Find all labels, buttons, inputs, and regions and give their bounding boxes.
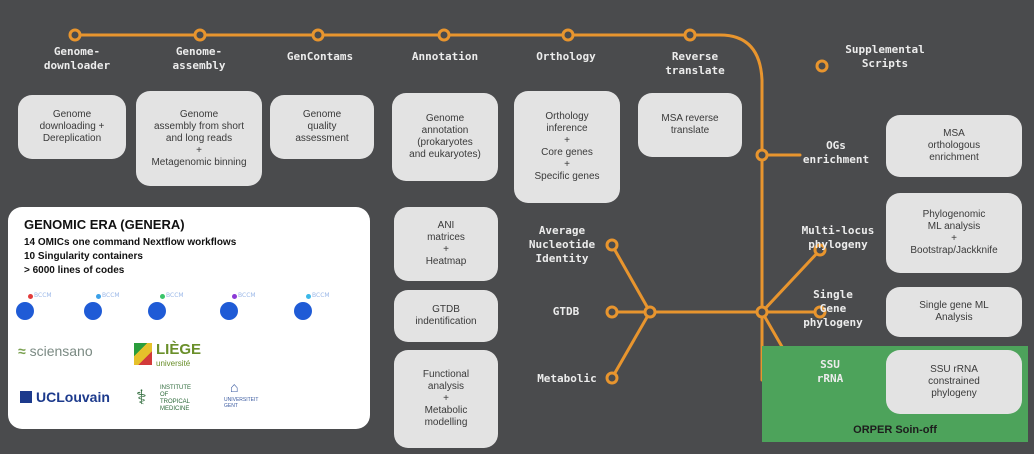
stop-annotation — [437, 28, 451, 42]
stop-supplemental — [815, 59, 829, 73]
station-label-genome-assembly: Genome- assembly — [172, 45, 226, 72]
branch-label-single-gene: Single Gene phylogeny — [803, 288, 863, 329]
branch-metabolic — [610, 310, 652, 380]
station-label-supplemental-scripts: Supplemental Scripts — [845, 43, 925, 70]
stop-junction — [755, 305, 769, 319]
sciensano-logo: ≈ sciensano — [18, 343, 93, 359]
station-label-reverse-translate: Reverse translate — [665, 50, 725, 77]
card-metabolic: Functional analysis + Metabolic modellin… — [394, 350, 498, 448]
panel-line-workflows: 14 OMICs one command Nextflow workflows — [24, 237, 237, 248]
liege-cube-icon — [134, 343, 152, 365]
stop-singlegene — [813, 305, 827, 319]
sciensano-swirl-icon: ≈ — [18, 343, 26, 359]
branch-ani — [610, 243, 652, 314]
branch-label-metabolic: Metabolic — [537, 372, 597, 385]
card-genome-assembly: Genome assembly from short and long read… — [136, 91, 262, 186]
stop-genome-assembly — [193, 28, 207, 42]
genera-panel: GENOMIC ERA (GENERA) 14 OMICs one comman… — [8, 207, 370, 429]
stop-ani — [605, 238, 619, 252]
stop-genome-downloader — [68, 28, 82, 42]
stop-metabolic — [605, 371, 619, 385]
stop-multilocus — [813, 243, 827, 257]
station-label-genome-downloader: Genome- downloader — [43, 45, 111, 72]
card-ani: ANI matrices + Heatmap — [394, 207, 498, 281]
branch-label-multi-locus: Multi-locus phylogeny — [801, 224, 875, 251]
card-ogs-enrichment: MSA orthologous enrichment — [886, 115, 1022, 177]
station-label-orthology: Orthology — [536, 50, 596, 63]
card-orthology: Orthology inference + Core genes + Speci… — [514, 91, 620, 203]
stop-reverse-translate — [683, 28, 697, 42]
stop-gtdb — [605, 305, 619, 319]
panel-line-codes: > 6000 lines of codes — [24, 265, 125, 276]
station-label-gencontams: GenContams — [286, 50, 354, 63]
itm-staff-icon: ⚕ — [136, 387, 147, 409]
card-gtdb: GTDB indentification — [394, 290, 498, 342]
card-multi-locus: Phylogenomic ML analysis + Bootstrap/Jac… — [886, 193, 1022, 273]
card-ssu-rrna: SSU rRNA constrained phylogeny — [886, 350, 1022, 414]
stop-gencontams — [311, 28, 325, 42]
main-line — [73, 33, 802, 382]
branch-label-gtdb: GTDB — [552, 305, 580, 318]
branch-multilocus — [760, 248, 822, 314]
branch-label-ani: Average Nucleotide Identity — [528, 224, 596, 265]
card-single-gene: Single gene ML Analysis — [886, 287, 1022, 337]
station-label-annotation: Annotation — [411, 50, 479, 63]
branch-label-ogs-enrichment: OGs enrichment — [802, 139, 870, 166]
orper-spinoff-label: ORPER Soin-off — [853, 424, 937, 436]
branch-label-ssu-rrna: SSU rRNA — [816, 358, 844, 385]
panel-title: GENOMIC ERA (GENERA) — [24, 217, 185, 232]
uclouvain-square-icon — [20, 391, 32, 403]
panel-line-containers: 10 Singularity containers — [24, 251, 143, 262]
stop-ogs — [755, 148, 769, 162]
card-gencontams: Genome quality assessment — [270, 95, 374, 159]
stop-junction-left — [643, 305, 657, 319]
card-annotation: Genome annotation (prokaryotes and eukar… — [392, 93, 498, 181]
card-genome-downloader: Genome downloading + Dereplication — [18, 95, 126, 159]
card-reverse-translate: MSA reverse translate — [638, 93, 742, 157]
ugent-building-icon: ⌂ — [230, 379, 239, 395]
stop-orthology — [561, 28, 575, 42]
